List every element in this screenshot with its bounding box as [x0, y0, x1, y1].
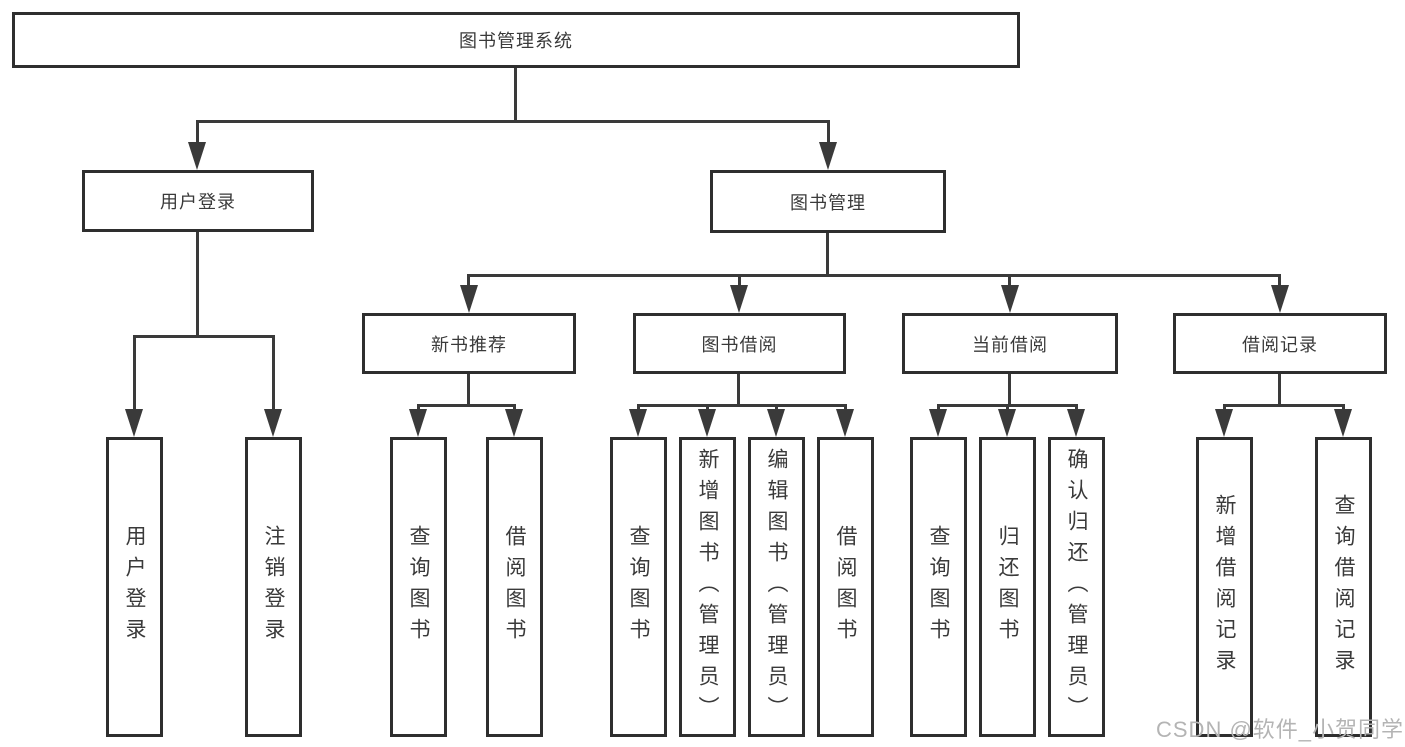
- connector-line: [937, 404, 940, 411]
- connector-line: [1223, 404, 1226, 411]
- connector-line: [513, 404, 516, 411]
- node-library-management-system: 图书管理系统: [12, 12, 1020, 68]
- arrow-down-icon: [767, 409, 785, 437]
- connector-line: [514, 68, 517, 120]
- connector-line: [272, 335, 275, 411]
- leaf-borrow-books-recommend: 借阅图书: [486, 437, 543, 737]
- connector-line: [637, 404, 640, 411]
- leaf-label: 注销登录: [262, 525, 285, 649]
- arrow-down-icon: [819, 142, 837, 170]
- leaf-label: 新增借阅记录: [1213, 494, 1236, 680]
- connector-line: [1008, 274, 1011, 287]
- leaf-borrow-books: 借阅图书: [817, 437, 874, 737]
- arrow-down-icon: [409, 409, 427, 437]
- leaf-label: 查询图书: [927, 525, 950, 649]
- arrow-down-icon: [929, 409, 947, 437]
- arrow-down-icon: [264, 409, 282, 437]
- node-label: 当前借阅: [972, 334, 1048, 355]
- node-label: 图书管理系统: [459, 31, 573, 51]
- connector-line: [467, 274, 470, 287]
- arrow-down-icon: [836, 409, 854, 437]
- connector-line: [827, 120, 830, 144]
- leaf-label: 借阅图书: [834, 525, 857, 649]
- connector-line: [1075, 404, 1078, 411]
- connector-line: [467, 374, 470, 404]
- connector-line: [775, 404, 778, 411]
- connector-line: [1006, 404, 1009, 411]
- node-new-book-recommend: 新书推荐: [362, 313, 576, 374]
- arrow-down-icon: [1271, 285, 1289, 313]
- leaf-label: 查询借阅记录: [1332, 494, 1355, 680]
- node-book-borrow: 图书借阅: [633, 313, 846, 374]
- arrow-down-icon: [1067, 409, 1085, 437]
- connector-line: [1223, 404, 1345, 407]
- connector-line: [844, 404, 847, 411]
- node-label: 图书借阅: [701, 334, 778, 355]
- node-label: 用户登录: [160, 192, 236, 212]
- leaf-label: 归还图书: [996, 525, 1019, 649]
- connector-line: [133, 335, 136, 411]
- leaf-add-books-admin: 新增图书（管理员）: [679, 437, 736, 737]
- leaf-edit-books-admin: 编辑图书（管理员）: [748, 437, 805, 737]
- arrow-down-icon: [460, 285, 478, 313]
- leaf-add-borrow-record: 新增借阅记录: [1196, 437, 1253, 737]
- leaf-label: 用户登录: [123, 525, 146, 649]
- arrow-down-icon: [1001, 285, 1019, 313]
- leaf-return-books: 归还图书: [979, 437, 1036, 737]
- connector-line: [1342, 404, 1345, 411]
- leaf-label: 新增图书（管理员）: [696, 447, 719, 727]
- connector-line: [1278, 274, 1281, 287]
- leaf-label: 查询图书: [627, 525, 650, 649]
- leaf-label: 编辑图书（管理员）: [765, 447, 788, 727]
- node-label: 借阅记录: [1242, 334, 1318, 355]
- arrow-down-icon: [629, 409, 647, 437]
- connector-line: [196, 120, 830, 123]
- leaf-label: 查询图书: [407, 525, 430, 649]
- node-label: 新书推荐: [431, 334, 507, 355]
- leaf-logout: 注销登录: [245, 437, 302, 737]
- connector-line: [637, 404, 847, 407]
- connector-line: [196, 120, 199, 144]
- csdn-watermark: CSDN @软件_小贺同学: [1156, 717, 1405, 742]
- connector-line: [706, 404, 709, 411]
- leaf-query-books-current: 查询图书: [910, 437, 967, 737]
- connector-line: [133, 335, 275, 338]
- leaf-label: 确认归还（管理员）: [1065, 447, 1088, 727]
- leaf-label: 借阅图书: [503, 525, 526, 649]
- connector-line: [1008, 374, 1011, 404]
- leaf-query-books-borrow: 查询图书: [610, 437, 667, 737]
- arrow-down-icon: [1334, 409, 1352, 437]
- node-current-borrow: 当前借阅: [902, 313, 1118, 374]
- connector-line: [1278, 374, 1281, 404]
- arrow-down-icon: [998, 409, 1016, 437]
- leaf-query-books-recommend: 查询图书: [390, 437, 447, 737]
- connector-line: [417, 404, 420, 411]
- connector-line: [417, 404, 516, 407]
- arrow-down-icon: [730, 285, 748, 313]
- node-book-management: 图书管理: [710, 170, 946, 233]
- node-borrow-records: 借阅记录: [1173, 313, 1387, 374]
- connector-line: [468, 274, 1281, 277]
- connector-line: [737, 374, 740, 404]
- connector-line: [196, 232, 199, 335]
- connector-line: [826, 233, 829, 274]
- connector-line: [738, 274, 741, 287]
- arrow-down-icon: [505, 409, 523, 437]
- leaf-query-borrow-record: 查询借阅记录: [1315, 437, 1372, 737]
- leaf-confirm-return-admin: 确认归还（管理员）: [1048, 437, 1105, 737]
- arrow-down-icon: [188, 142, 206, 170]
- node-user-login: 用户登录: [82, 170, 314, 232]
- arrow-down-icon: [698, 409, 716, 437]
- arrow-down-icon: [1215, 409, 1233, 437]
- arrow-down-icon: [125, 409, 143, 437]
- node-label: 图书管理: [790, 192, 866, 213]
- leaf-user-login: 用户登录: [106, 437, 163, 737]
